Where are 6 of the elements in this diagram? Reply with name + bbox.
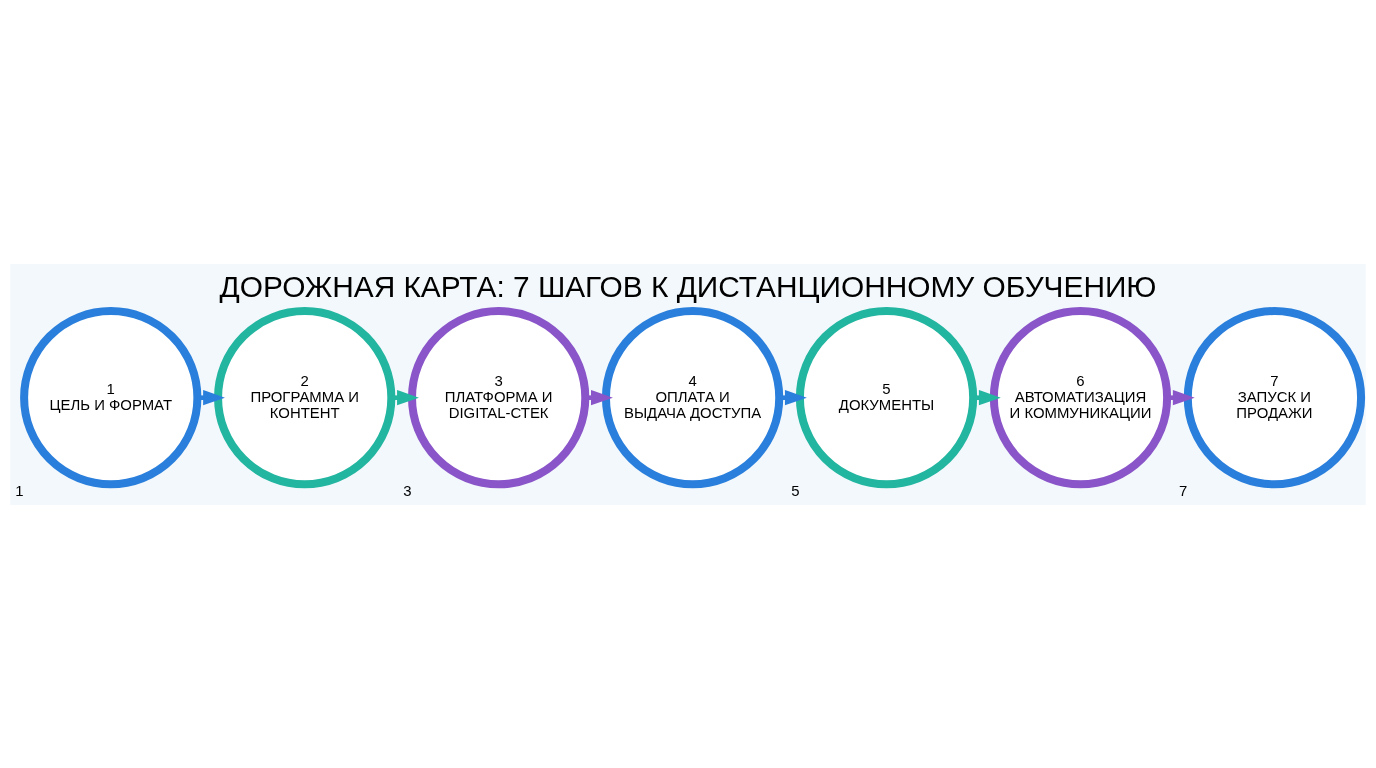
node-circle: 4 ОПЛАТА И ВЫДАЧА ДОСТУПА [601, 306, 784, 488]
node-circle: 2 ПРОГРАММА И КОНТЕНТ [214, 306, 396, 488]
node-circle: 5 ДОКУМЕНТЫ [795, 306, 978, 488]
node-circle: 1 ЦЕЛЬ И ФОРМАТ [20, 306, 202, 488]
node-circle: 6 АВТОМАТИЗАЦИЯ И КОММУНИКАЦИИ [989, 306, 1172, 488]
diagram-title: ДОРОЖНАЯ КАРТА: 7 ШАГОВ К ДИСТАНЦИОННОМУ ОБУЧЕНИЮ [219, 269, 1157, 303]
